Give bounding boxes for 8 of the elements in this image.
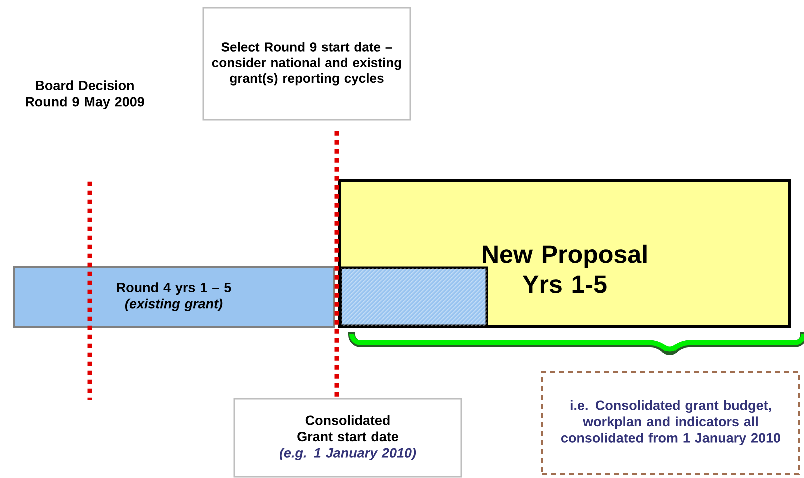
note-box: Consolidated Grant start date (e.g. 1 January 2010): [234, 398, 462, 478]
timeline-marker: [88, 182, 92, 400]
timeline-marker: [334, 131, 340, 398]
note-box: i.e. Consolidated grant budget, workplan and indicators all consolidated from 1 January 2010: [542, 371, 800, 475]
note-box: Select Round 9 start date – consider national and existing grant(s) reporting cycles: [202, 7, 412, 121]
timeline-bar: Round 4 yrs 1 – 5 (existing grant): [13, 266, 335, 328]
milestone-label: Board Decision Round 9 May 2009: [26, 80, 144, 110]
proposal-box: New Proposal Yrs 1-5: [338, 180, 792, 328]
